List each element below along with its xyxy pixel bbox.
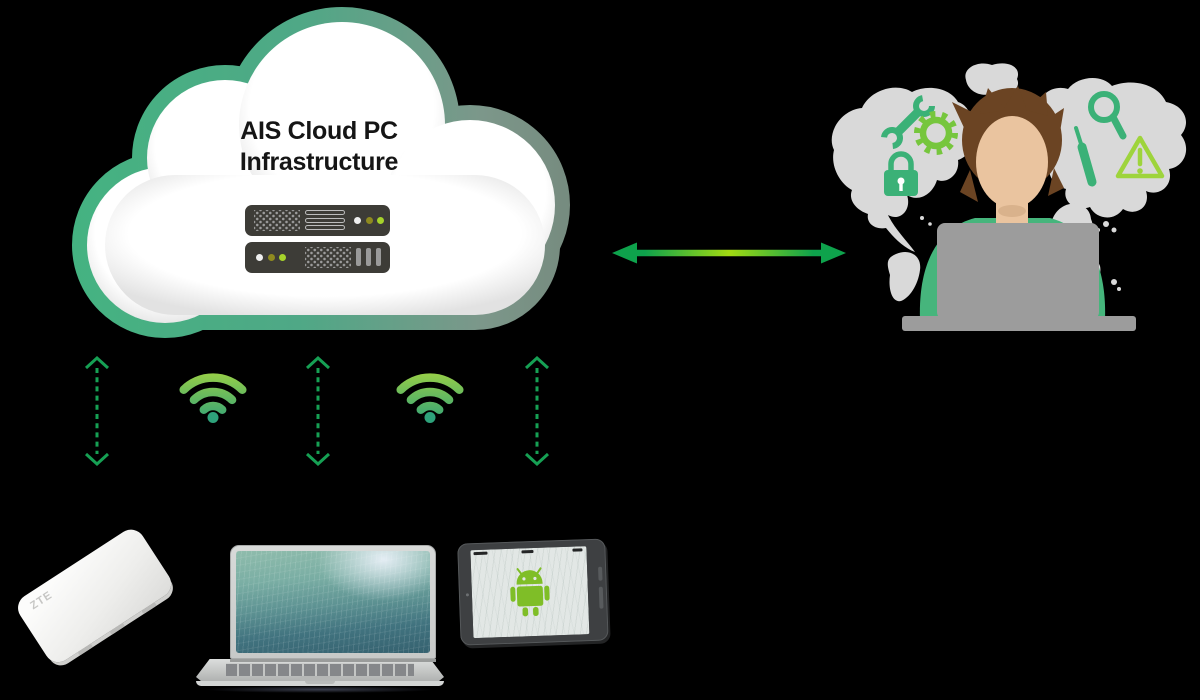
rack-vent-grid	[305, 247, 351, 268]
laptop-shadow	[204, 686, 436, 693]
tablet-statusbar-left	[473, 551, 488, 555]
server-rack-2	[245, 242, 390, 273]
dashed-link-arrow-2	[305, 355, 331, 467]
led-green	[377, 217, 384, 224]
rack-status-leds	[256, 254, 291, 272]
router-port	[77, 643, 94, 656]
wrench-icon	[881, 95, 935, 149]
tablet-button	[598, 586, 604, 609]
router-device: ZTE	[12, 522, 186, 676]
wifi-icon-2	[396, 373, 464, 423]
tablet-button	[598, 566, 603, 581]
laptop-thumb-notch	[305, 681, 335, 684]
admin-laptop-base	[902, 316, 1136, 331]
dashed-link-arrow-1	[84, 355, 110, 467]
led-white	[256, 254, 263, 261]
cloud-title: AIS Cloud PC Infrastructure	[233, 116, 405, 178]
laptop-keyboard	[226, 663, 414, 676]
tablet-statusbar-center	[521, 549, 534, 553]
router-port	[109, 622, 126, 635]
admin-laptop	[937, 223, 1099, 320]
laptop-screen	[230, 545, 436, 659]
tablet-device	[457, 538, 613, 651]
dashed-link-arrow-3	[524, 355, 550, 467]
router-port	[141, 602, 157, 615]
wifi-icon-1	[179, 373, 247, 423]
rack-drive-slots	[305, 210, 345, 233]
tablet-statusbar-right	[572, 547, 583, 552]
lock-icon	[884, 151, 918, 196]
warning-triangle-icon	[1115, 135, 1165, 179]
android-logo	[510, 567, 550, 617]
screwdriver-icon	[1074, 126, 1097, 187]
tablet-camera	[465, 593, 469, 597]
laptop-trackpad	[300, 676, 340, 682]
cloud-title-line2: Infrastructure	[239, 148, 399, 176]
magnifier-icon	[1088, 91, 1127, 140]
router-body: ZTE	[12, 524, 177, 668]
led-olive	[365, 217, 373, 224]
server-rack-1	[245, 205, 390, 236]
rack-status-leds	[354, 217, 389, 235]
cloud-title-line1: AIS Cloud PC	[240, 117, 398, 145]
rack-io-bars	[356, 248, 386, 271]
rack-vent-grid	[254, 210, 300, 231]
laptop-wallpaper	[236, 551, 430, 653]
gear-icon	[914, 111, 958, 155]
led-white	[354, 217, 361, 224]
led-green	[279, 254, 286, 261]
person-face	[976, 116, 1048, 208]
laptop-hinge	[230, 659, 436, 662]
led-olive	[267, 254, 275, 261]
admin-person	[902, 86, 1136, 331]
laptop-device	[196, 545, 444, 693]
tablet-body	[457, 538, 609, 646]
tablet-screen	[470, 546, 590, 639]
cloud-to-admin-arrow	[612, 242, 846, 264]
zte-logo: ZTE	[28, 589, 55, 613]
